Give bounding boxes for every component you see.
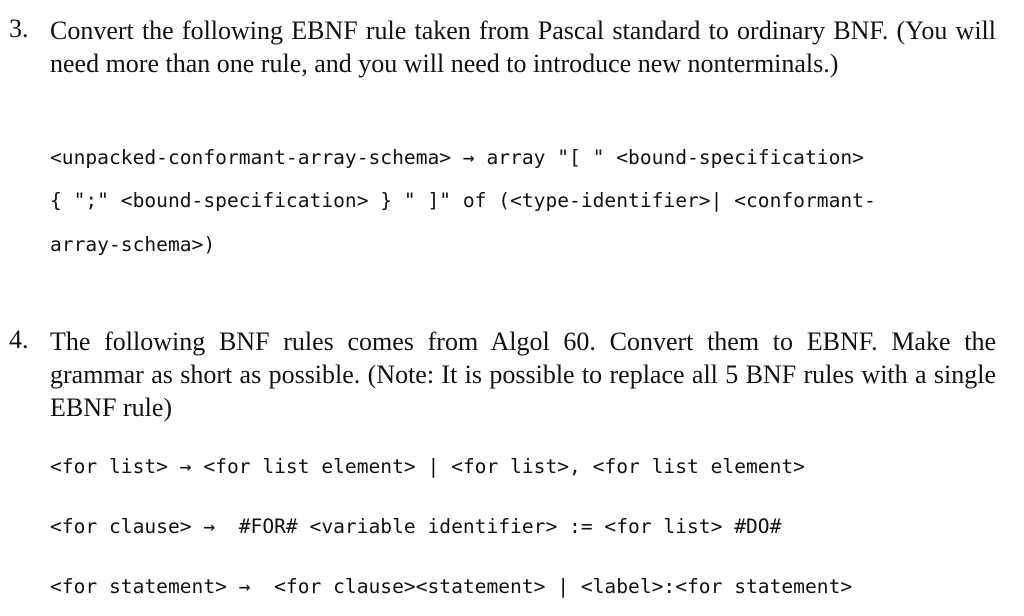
code-line: <for list> → <for list element> | <for l… — [50, 455, 805, 478]
code-line: <unpacked-conformant-array-schema> → arr… — [50, 146, 864, 169]
problem-number: 3. — [9, 14, 29, 43]
problem-text: The following BNF rules comes from Algol… — [50, 327, 996, 422]
code-line: <for clause> → #FOR# <variable identifie… — [50, 515, 782, 538]
code-line: <for statement> → <for clause><statement… — [50, 575, 853, 598]
problem-text: Convert the following EBNF rule taken fr… — [50, 16, 996, 78]
code-line: { ";" <bound-specification> } " ]" of (<… — [50, 189, 876, 212]
code-line: array-schema>) — [50, 233, 216, 256]
problem-number: 4. — [9, 325, 29, 354]
